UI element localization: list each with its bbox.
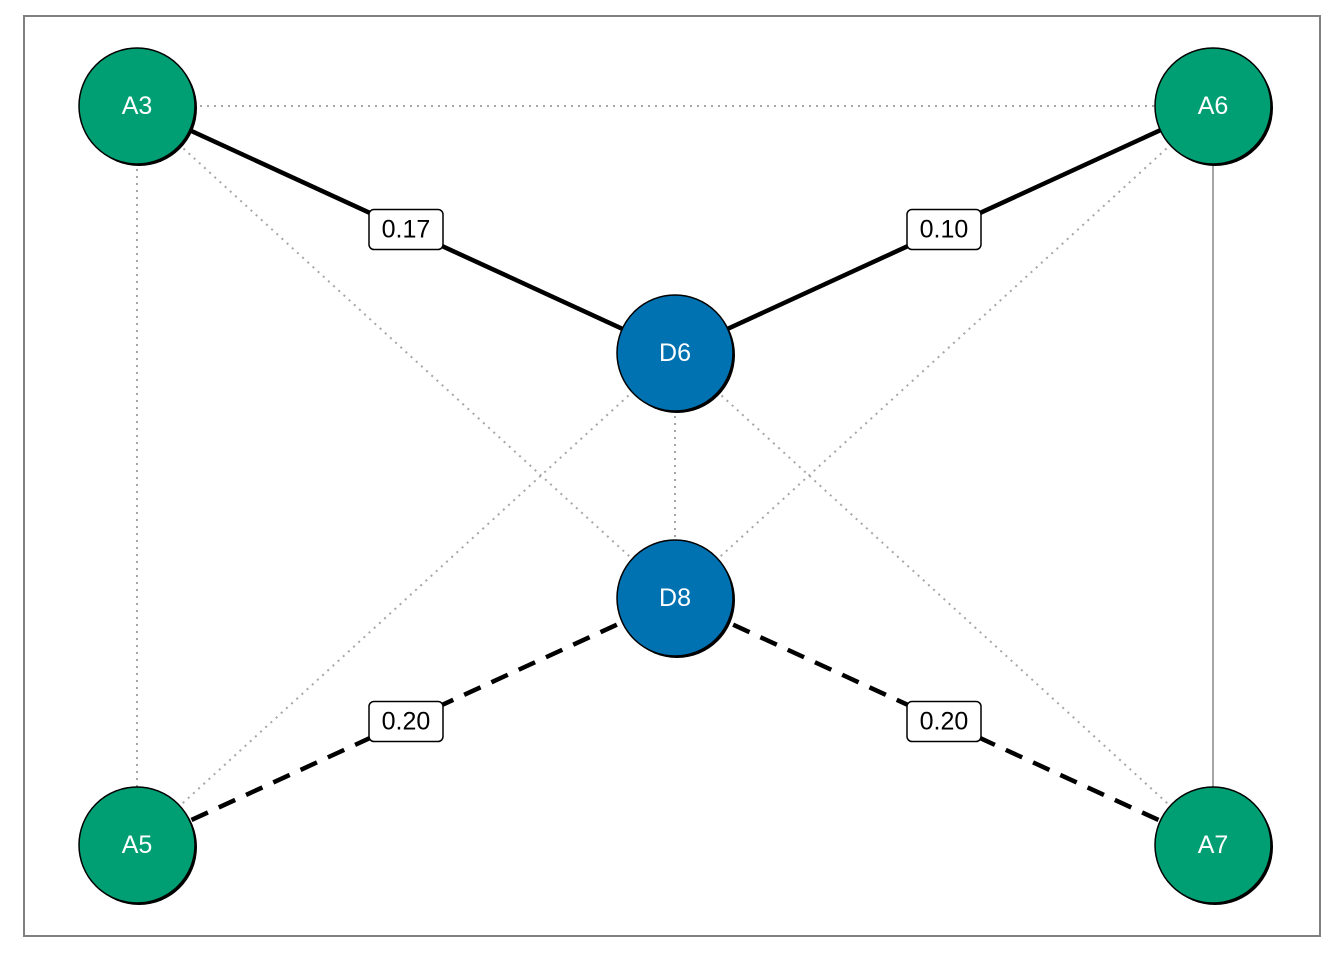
node-label: D6: [659, 339, 691, 367]
node-circle: [1154, 47, 1272, 165]
node-label: A6: [1198, 92, 1229, 120]
edge-weight-label: 0.20: [920, 708, 969, 736]
edge-a5-d8: [136, 595, 676, 848]
edge-label-layer: 0.17 0.10 0.20 0.20: [368, 208, 982, 743]
edge-weight-label: 0.17: [382, 216, 431, 244]
node-circle: [616, 294, 734, 412]
node-label: D8: [659, 584, 691, 612]
edge-a7-d8: [674, 595, 1214, 848]
node-label: A7: [1198, 831, 1229, 859]
plot-frame: [23, 15, 1321, 937]
edge-a3-d8: [136, 105, 676, 599]
edge-a6-d8: [674, 105, 1214, 599]
node-a5: A5: [78, 786, 197, 905]
edge-label-box: [368, 208, 444, 251]
edge-label-box: [906, 700, 982, 743]
edge-label-box: [368, 700, 444, 743]
node-circle: [1154, 786, 1272, 904]
edge-label-box: [906, 208, 982, 251]
edge-label-a3-d6: 0.17: [368, 208, 444, 251]
node-label: A5: [122, 831, 153, 859]
edge-label-a6-d6: 0.10: [906, 208, 982, 251]
node-label: A3: [122, 92, 153, 120]
edge-weight-label: 0.10: [920, 216, 969, 244]
node-circle: [78, 786, 196, 904]
edge-weight-label: 0.20: [382, 708, 431, 736]
node-d6: D6: [616, 294, 735, 413]
edge-label-a7-d8: 0.20: [906, 700, 982, 743]
node-a6: A6: [1154, 47, 1273, 166]
edge-d6-a7: [674, 352, 1214, 846]
edge-d6-a5: [136, 352, 676, 846]
node-d8: D8: [616, 539, 735, 658]
node-a7: A7: [1154, 786, 1273, 905]
edge-label-a5-d8: 0.20: [368, 700, 444, 743]
node-a3: A3: [78, 47, 197, 166]
node-circle: [616, 539, 734, 657]
node-circle: [78, 47, 196, 165]
